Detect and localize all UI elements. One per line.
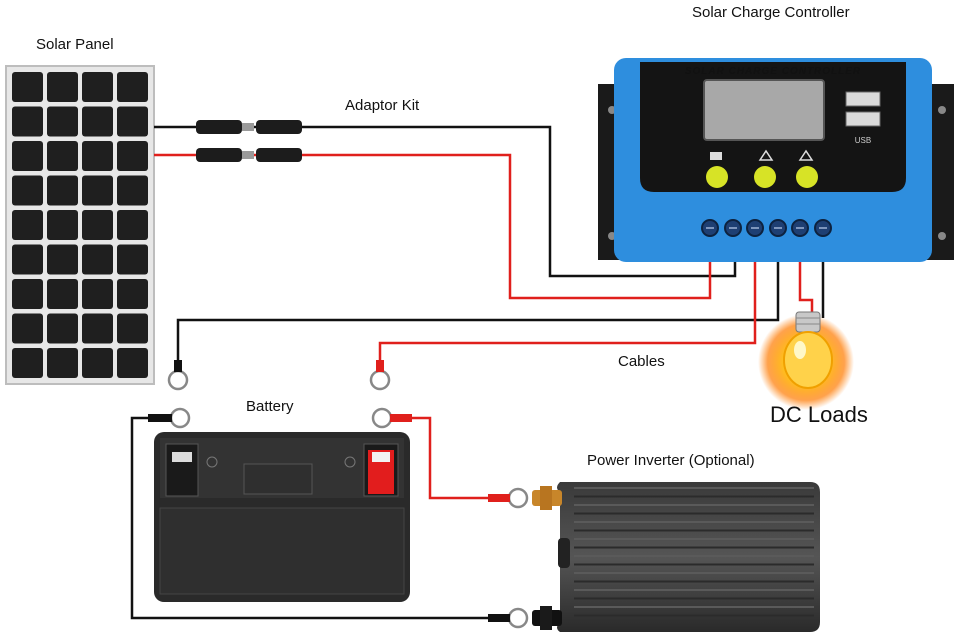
solar-cell — [12, 175, 43, 206]
solar-cell — [47, 279, 78, 309]
solar-cell — [82, 106, 113, 137]
solar-cell — [117, 210, 148, 240]
solar-cells — [12, 72, 148, 378]
solar-cell — [82, 279, 113, 309]
solar-cell — [117, 141, 148, 171]
solar-panel — [5, 65, 155, 385]
adaptor-kit-label: Adaptor Kit — [345, 97, 420, 114]
dc-loads-label: DC Loads — [770, 402, 868, 427]
solar-cell — [82, 244, 113, 275]
battery-positive-wire — [378, 228, 757, 370]
controller-face-title: SOLAR CHARGE CONTROLLER — [685, 66, 861, 77]
power-inverter — [532, 482, 820, 632]
inverter-label: Power Inverter (Optional) — [587, 452, 755, 469]
solar-cell — [47, 175, 78, 206]
load-positive-wire — [798, 228, 814, 318]
solar-cell — [12, 106, 43, 137]
solar-cell — [117, 244, 148, 275]
inverter-positive-wire — [410, 416, 492, 500]
solar-cell — [117, 348, 148, 378]
inverter-negative-wire — [130, 416, 492, 620]
solar-cell — [47, 106, 78, 137]
charge-controller: SOLAR CHARGE CONTROLLER USB — [598, 58, 954, 262]
solar-cell — [47, 72, 78, 102]
svg-text:USB: USB — [855, 136, 871, 145]
adaptor-connectors — [196, 120, 302, 162]
solar-cell — [12, 72, 43, 102]
charge-controller-label: Solar Charge Controller — [692, 4, 850, 21]
controller-button-3 — [796, 166, 818, 188]
solar-cell — [47, 313, 78, 344]
inverter-fins — [574, 487, 814, 617]
solar-cell — [47, 141, 78, 171]
solar-cell — [82, 313, 113, 344]
solar-cell — [12, 244, 43, 275]
lcd-screen — [703, 79, 825, 141]
terminal-screw — [791, 219, 809, 237]
solar-cell — [82, 141, 113, 171]
cables-label: Cables — [618, 353, 665, 370]
solar-cell — [47, 244, 78, 275]
solar-cell — [47, 348, 78, 378]
solar-cell — [12, 348, 43, 378]
solar-cell — [82, 175, 113, 206]
terminal-screw — [724, 219, 742, 237]
solar-cell — [117, 313, 148, 344]
solar-cell — [117, 106, 148, 137]
ring-terminals — [148, 360, 529, 629]
terminal-screw — [814, 219, 832, 237]
controller-button-1 — [706, 166, 728, 188]
solar-cell — [117, 72, 148, 102]
solar-cell — [82, 72, 113, 102]
dc-load-bulb — [758, 311, 854, 410]
solar-cell — [12, 313, 43, 344]
solar-cell — [117, 279, 148, 309]
solar-cell — [117, 175, 148, 206]
terminal-screw — [746, 219, 764, 237]
solar-cell — [82, 210, 113, 240]
battery-negative-wire — [176, 228, 780, 368]
solar-cell — [12, 279, 43, 309]
controller-button-2 — [754, 166, 776, 188]
solar-cell — [12, 141, 43, 171]
solar-panel-label: Solar Panel — [36, 36, 114, 53]
terminal-screw — [769, 219, 787, 237]
solar-cell — [47, 210, 78, 240]
controller-terminals — [701, 219, 832, 237]
solar-cell — [12, 210, 43, 240]
pv-positive-wire — [154, 153, 712, 300]
battery-label: Battery — [246, 398, 294, 415]
terminal-screw — [701, 219, 719, 237]
solar-cell — [82, 348, 113, 378]
battery — [154, 432, 410, 602]
